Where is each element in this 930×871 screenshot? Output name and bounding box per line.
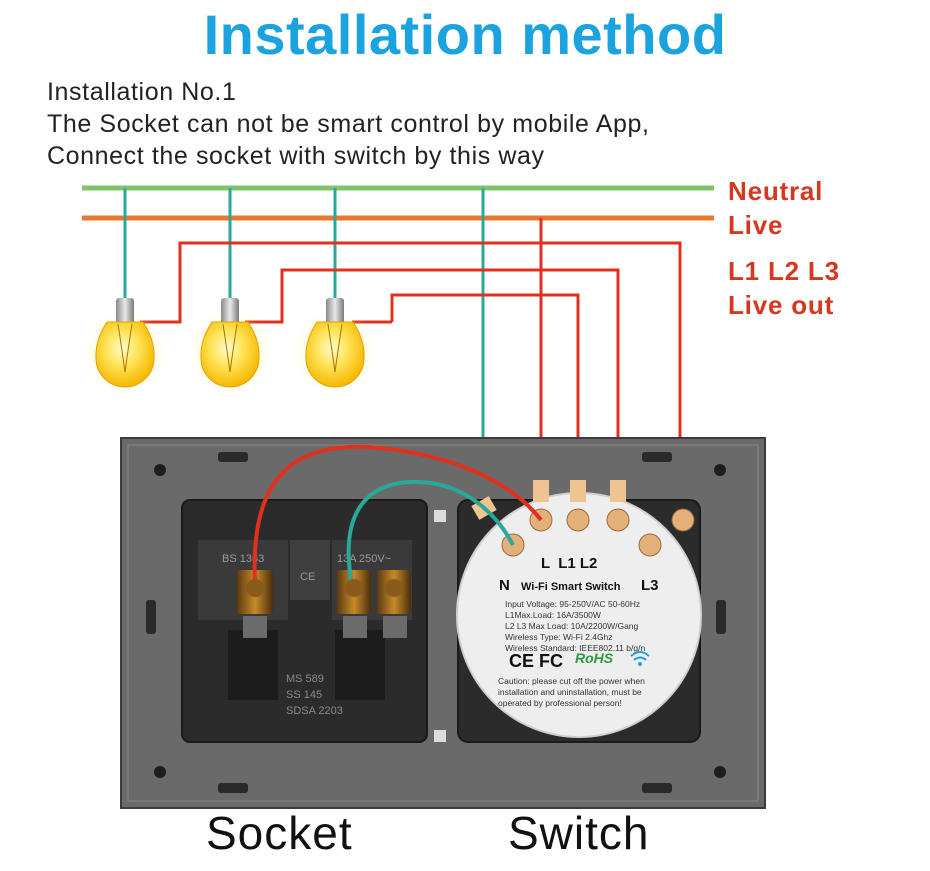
switch-terminal-l3-label: L3 — [641, 577, 659, 594]
switch-spec-4: Wireless Type: Wi-Fi 2.4Ghz — [505, 632, 613, 642]
jumper-neutral-wire — [346, 479, 515, 586]
switch-terminal-top-label: L L1 L2 — [541, 555, 597, 572]
l1-l2-l3-label: L1 L2 L3 — [728, 256, 840, 286]
rohs-mark: RoHS — [575, 650, 614, 666]
neutral-label: Neutral — [728, 176, 824, 206]
socket-mark-rating: 13A 250V~ — [337, 553, 391, 565]
live-out-l1 — [390, 293, 580, 485]
switch-cert-marks: CE FC — [509, 651, 563, 671]
socket-mark-ms: MS 589 — [286, 673, 324, 685]
socket-mark-sdsa: SDSA 2203 — [286, 705, 343, 717]
bulb-1-icon — [83, 298, 167, 394]
socket-mark-ss: SS 145 — [286, 689, 322, 701]
live-label: Live — [728, 210, 784, 240]
page-title: Installation method — [203, 3, 727, 66]
intro-line-1: Installation No.1 — [47, 78, 237, 106]
switch-module — [456, 480, 702, 743]
socket-mark-ce: CE — [300, 571, 315, 583]
live-out-label: Live out — [728, 290, 835, 320]
live-out-l3 — [245, 268, 620, 485]
intro-text: Installation No.1 The Socket can not be … — [47, 76, 650, 172]
intro-line-3: Connect the socket with switch by this w… — [47, 142, 545, 170]
bulb-2-icon — [188, 298, 272, 394]
switch-label: Switch — [508, 807, 650, 859]
live-out-l2 — [140, 241, 682, 500]
switch-spec-3: L2 L3 Max Load: 10A/2200W/Gang — [505, 621, 639, 631]
bulb-3-icon — [293, 298, 377, 394]
switch-module-name: Wi-Fi Smart Switch — [521, 581, 621, 593]
switch-caution-1: Caution: please cut off the power when — [498, 676, 645, 686]
switch-caution-3: operated by professional person! — [498, 698, 622, 708]
socket-mark-bs: BS 1363 — [222, 553, 264, 565]
switch-spec-2: L1Max.Load: 16A/3500W — [505, 610, 601, 620]
switch-spec-1: Input Voltage: 95-250V/AC 50-60Hz — [505, 599, 640, 609]
switch-spec-5: Wireless Standard: IEEE802.11 b/g/n — [505, 643, 645, 653]
socket-label: Socket — [206, 807, 353, 859]
jumper-live-wire — [252, 444, 543, 581]
switch-caution-2: installation and uninstallation, must be — [498, 687, 642, 697]
switch-terminal-n-label: N — [499, 577, 510, 594]
intro-line-2: The Socket can not be smart control by m… — [47, 110, 650, 138]
wifi-icon — [630, 651, 650, 666]
socket-body — [181, 499, 428, 743]
